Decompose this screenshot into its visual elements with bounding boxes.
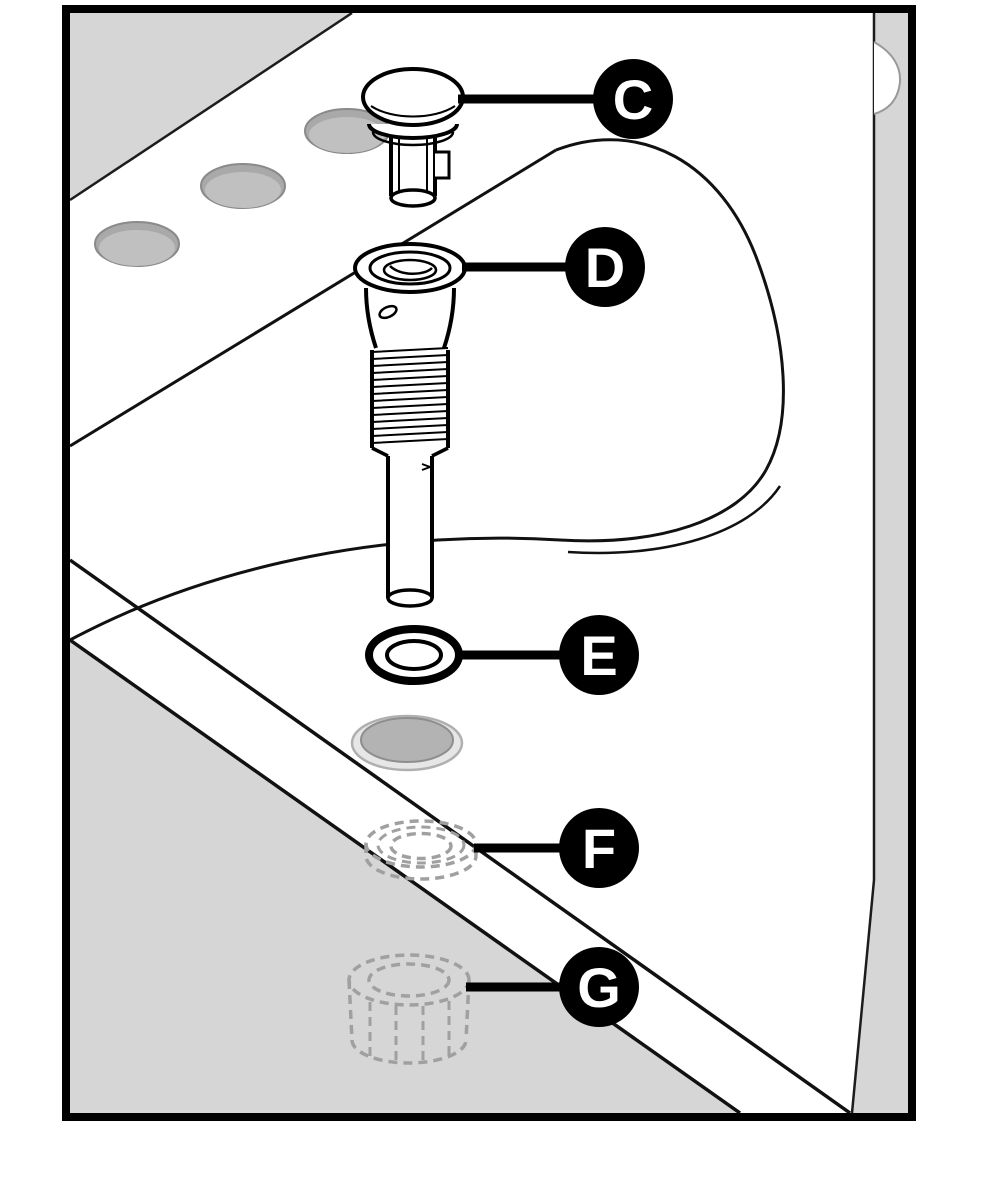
locknut-skirt-sides: [347, 979, 471, 1041]
gasket-inner-hole: [389, 831, 453, 861]
sink-corner-roll-line: [873, 41, 902, 115]
flange-thread-lines: [371, 347, 449, 444]
part-drain-flange: [353, 242, 467, 608]
callout-d-badge: [565, 227, 645, 307]
locknut-skirt-bottom: [350, 1039, 468, 1065]
rim-bottom-edge: [70, 638, 742, 1113]
washer-inner: [385, 639, 443, 671]
stopper-stem-foot: [389, 188, 437, 208]
callout-d-label: D: [585, 236, 625, 299]
locknut-inner-hole: [367, 962, 451, 998]
flange-neck-outline: [364, 287, 456, 349]
tailpiece-body: [388, 456, 432, 598]
bowl-corner-highlight: [567, 485, 782, 555]
callout-g-badge: [559, 947, 639, 1027]
deck-inner-edge: [70, 148, 557, 448]
callout-c: C: [458, 59, 673, 139]
tailpiece-outline: [386, 456, 434, 598]
part-washer: [365, 625, 463, 685]
sink-right-outer-edge: [850, 13, 876, 1113]
callout-e-label: E: [580, 624, 617, 687]
callout-f: F: [474, 808, 639, 888]
callout-d: D: [462, 227, 645, 307]
background-right-band: [852, 13, 908, 1113]
stopper-cap-underline: [370, 105, 456, 118]
callout-g: G: [466, 947, 639, 1027]
callout-f-badge: [559, 808, 639, 888]
part-locknut-hidden: [347, 953, 471, 1065]
part-stopper: [361, 67, 465, 208]
gasket-mid-ring: [376, 825, 466, 865]
callout-c-label: C: [613, 68, 653, 131]
flange-overflow-slot: [378, 304, 398, 320]
flange-thread-sides: [370, 350, 450, 448]
stopper-flange-rim: [367, 123, 459, 140]
bowl-back-wall: [555, 138, 785, 471]
counter-back-edge: [70, 13, 353, 202]
bowl-front-corner: [70, 469, 768, 642]
callout-e-badge: [559, 615, 639, 695]
flange-seat-tab: [389, 265, 433, 275]
gasket-outer-bottom: [364, 844, 478, 881]
drain-hole: [350, 714, 464, 772]
callout-g-label: G: [577, 956, 621, 1019]
tailpiece-taper: [371, 446, 449, 458]
rim-top-edge: [70, 558, 852, 1113]
flange-top-hole: [382, 258, 438, 282]
callout-f-label: F: [582, 817, 616, 880]
stopper-stem-body: [391, 130, 435, 198]
faucet-hole: [304, 108, 390, 154]
flange-neck-body: [366, 288, 454, 348]
faucet-hole: [200, 163, 286, 209]
faucet-hole: [94, 221, 180, 267]
tailpiece-end: [386, 588, 434, 608]
tailpiece-stamp-mark: [421, 463, 433, 471]
stopper-pivot-slot: [435, 150, 451, 180]
callout-e: E: [456, 615, 639, 695]
stopper-flange-rim-inner: [371, 131, 455, 147]
callout-c-badge: [593, 59, 673, 139]
